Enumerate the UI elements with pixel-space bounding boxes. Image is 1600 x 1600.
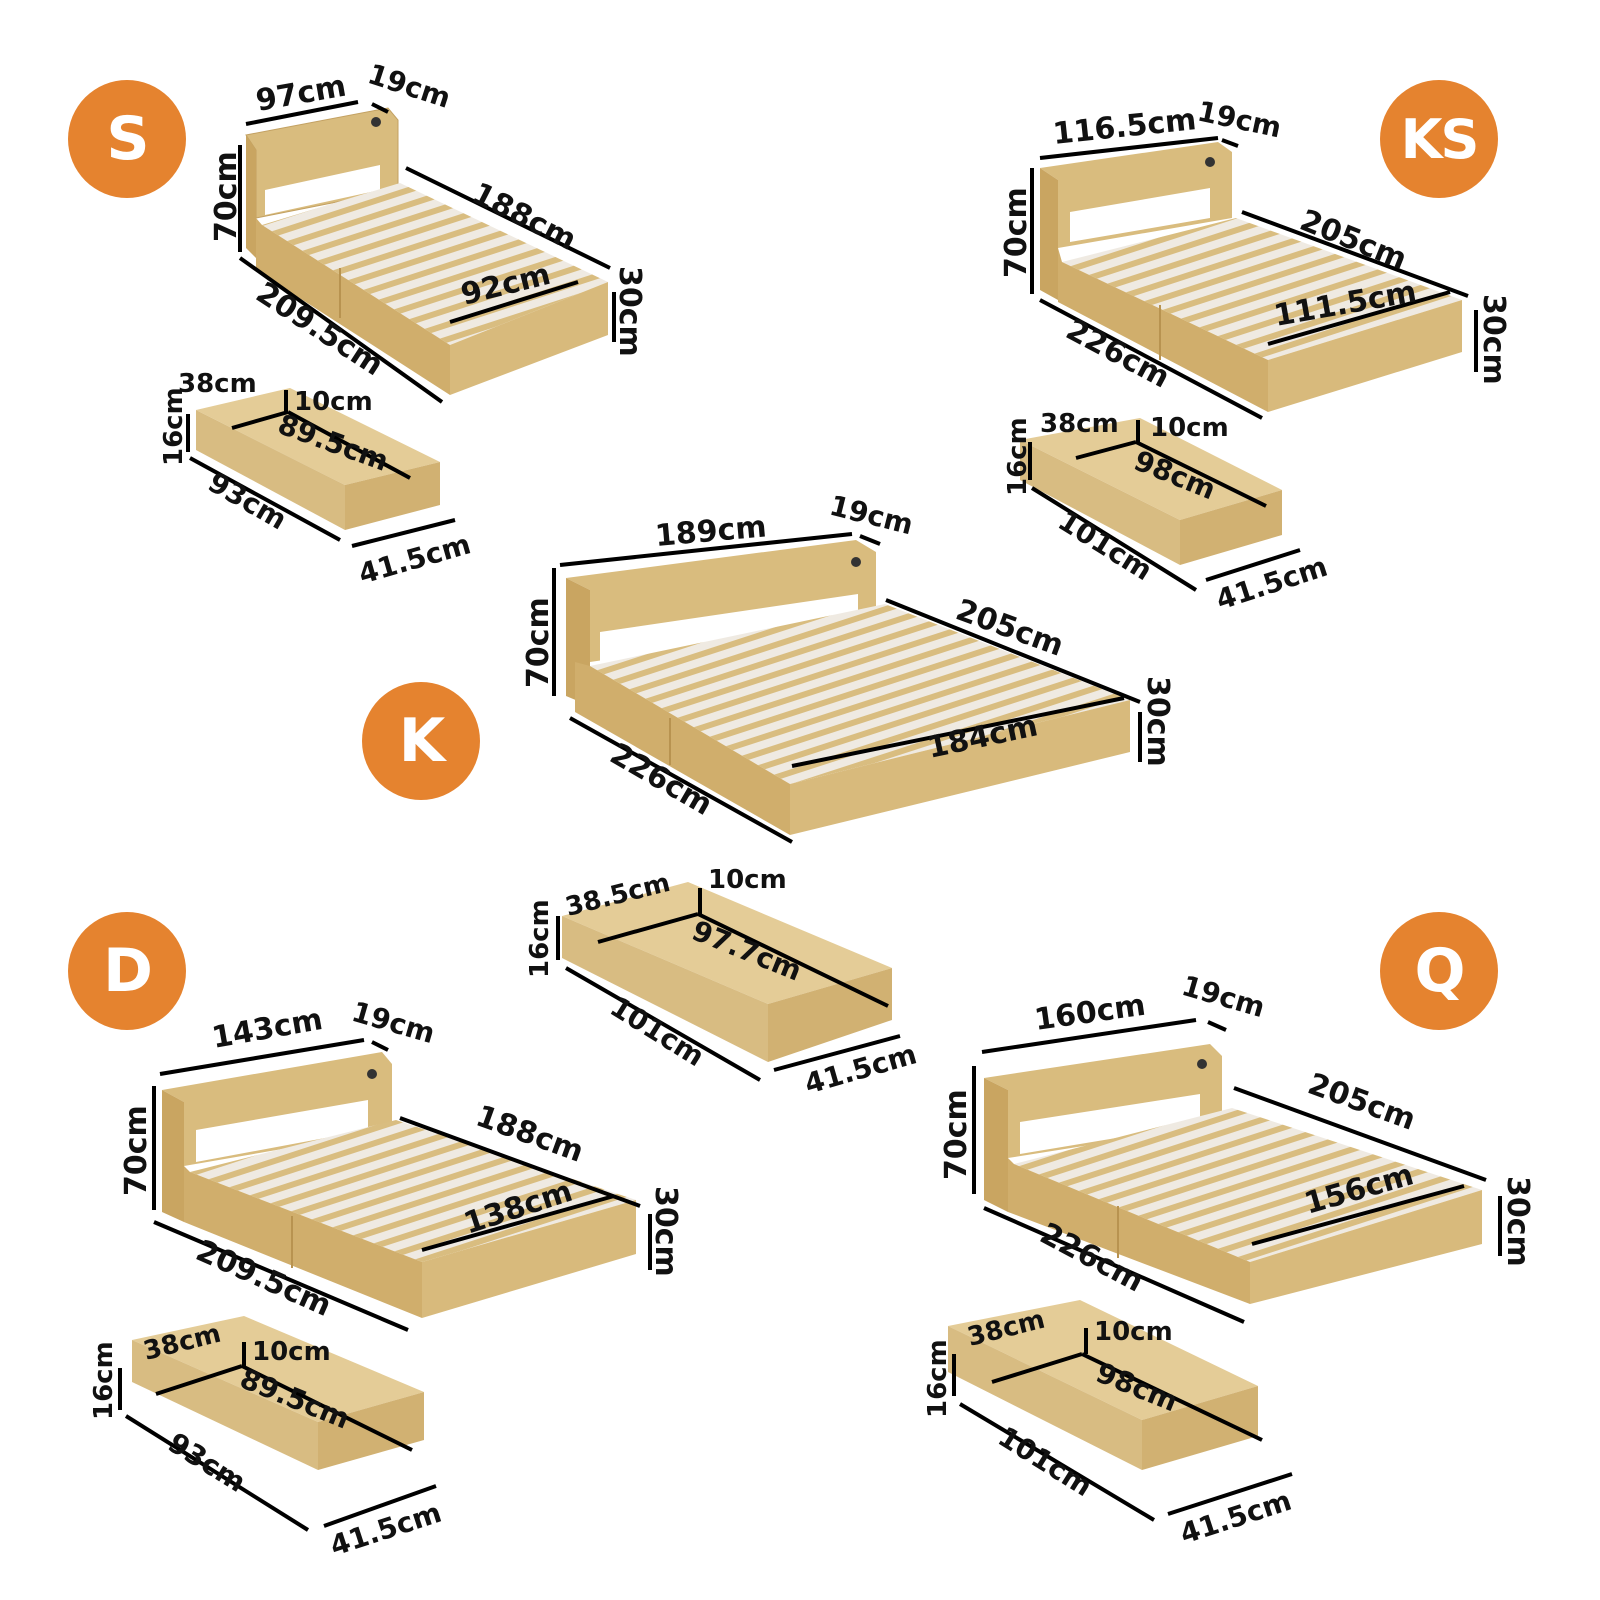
dim-headboard-depth: 19cm bbox=[1178, 969, 1269, 1024]
drawer-width: 41.5cm bbox=[355, 527, 475, 590]
drawer-king: 38.5cm 10cm 97.7cm 16cm 101cm 41.5cm bbox=[525, 865, 920, 1101]
drawer-wall: 10cm bbox=[1094, 1317, 1173, 1347]
badge-label: K bbox=[398, 706, 445, 776]
dim-length: 205cm bbox=[1303, 1067, 1420, 1138]
size-badge-king-single: KS bbox=[1380, 80, 1498, 198]
dim-side-height: 30cm bbox=[612, 266, 647, 357]
drawer-double: 38cm 10cm 89.5cm 16cm 93cm 41.5cm bbox=[89, 1316, 445, 1563]
dim-side-height: 30cm bbox=[1500, 1176, 1535, 1267]
size-badge-double: D bbox=[68, 912, 186, 1030]
drawer-length: 93cm bbox=[162, 1426, 251, 1499]
badge-label: S bbox=[106, 104, 149, 174]
badge-label: D bbox=[103, 936, 153, 1006]
drawer-wall: 10cm bbox=[252, 1337, 331, 1367]
dim-side-height: 30cm bbox=[1476, 294, 1511, 385]
dim-height: 70cm bbox=[521, 597, 556, 688]
bed-single: 97cm 19cm 70cm 188cm 209.5cm 92cm 30cm bbox=[209, 57, 647, 404]
dim-height: 70cm bbox=[999, 187, 1034, 278]
bed-queen: 160cm 19cm 70cm 205cm 226cm 156cm 30cm bbox=[939, 969, 1535, 1324]
drawer-wall: 10cm bbox=[1150, 413, 1229, 443]
drawer-queen: 38cm 10cm 98cm 16cm 101cm 41.5cm bbox=[923, 1300, 1295, 1551]
size-badge-queen: Q bbox=[1380, 912, 1498, 1030]
drawer-wall: 10cm bbox=[708, 865, 787, 895]
dim-height: 70cm bbox=[209, 151, 244, 242]
drawer-height: 16cm bbox=[525, 899, 555, 978]
dim-headboard-width: 97cm bbox=[253, 69, 348, 119]
drawer-wall: 10cm bbox=[294, 387, 373, 417]
dim-height: 70cm bbox=[939, 1089, 974, 1180]
dim-side-height: 30cm bbox=[648, 1186, 683, 1277]
drawer-single: 38cm 10cm 89.5cm 16cm 93cm 41.5cm bbox=[159, 369, 474, 591]
dim-height: 70cm bbox=[119, 1105, 154, 1196]
drawer-inner-width: 38cm bbox=[178, 369, 257, 399]
drawer-height: 16cm bbox=[89, 1341, 119, 1420]
dim-side-height: 30cm bbox=[1140, 676, 1175, 767]
drawer-inner-width: 38cm bbox=[1040, 409, 1119, 439]
drawer-king-single: 38cm 10cm 98cm 16cm 101cm 41.5cm bbox=[1003, 409, 1331, 617]
dim-headboard-depth: 19cm bbox=[1195, 95, 1285, 145]
drawer-height: 16cm bbox=[923, 1339, 953, 1418]
drawer-height: 16cm bbox=[159, 387, 189, 466]
dim-headboard-width: 189cm bbox=[654, 509, 768, 554]
bed-double: 143cm 19cm 70cm 188cm 209.5cm 138cm 30cm bbox=[119, 995, 683, 1332]
size-badge-single: S bbox=[68, 80, 186, 198]
badge-label: KS bbox=[1400, 107, 1480, 171]
bed-king-single: 116.5cm 19cm 70cm 205cm 226cm 111.5cm 30… bbox=[999, 95, 1511, 420]
size-badge-king: K bbox=[362, 682, 480, 800]
badge-label: Q bbox=[1414, 936, 1465, 1006]
drawer-height: 16cm bbox=[1003, 417, 1033, 496]
